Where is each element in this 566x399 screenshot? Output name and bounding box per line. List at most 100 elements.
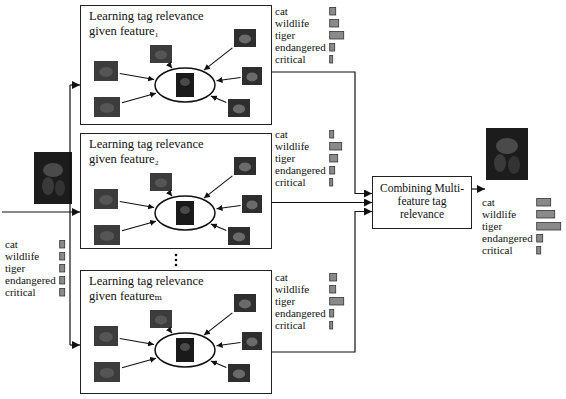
input-trunk xyxy=(69,85,70,345)
box-title: Learning tag relevance given feature₁ xyxy=(81,6,237,42)
thumbnail xyxy=(228,364,250,382)
relevance-bar xyxy=(60,265,65,273)
tag-label: cat xyxy=(482,196,495,208)
ellipsis-dot xyxy=(175,254,178,257)
photo-detail xyxy=(508,156,520,174)
neighbor-arrow xyxy=(211,96,226,103)
query-image-detail xyxy=(180,78,190,86)
tag-label: endangered xyxy=(5,274,56,286)
relevance-bar xyxy=(537,199,551,207)
tag-label: critical xyxy=(275,53,306,65)
process-box: Learning tag relevance given feature₂ xyxy=(80,133,272,249)
tag-label: wildlife xyxy=(5,250,39,262)
relevance-bar xyxy=(537,247,541,255)
relevance-bar xyxy=(60,277,65,285)
query-image xyxy=(176,201,194,225)
query-image-detail xyxy=(180,206,190,214)
thumbnail xyxy=(94,97,120,117)
relevance-bar xyxy=(330,310,334,318)
tag-label: critical xyxy=(482,244,513,256)
thumbnail-detail xyxy=(246,337,257,346)
relevance-bar xyxy=(60,241,65,249)
thumbnail xyxy=(94,189,118,209)
neighbor-arrow xyxy=(217,206,241,209)
tag-label: cat xyxy=(275,128,288,140)
query-image xyxy=(176,338,194,362)
relevance-bar xyxy=(537,223,561,231)
connector-arrow xyxy=(272,202,372,203)
box-title: Learning tag relevance given feature₂ xyxy=(81,134,237,170)
relevance-bar xyxy=(330,298,344,306)
query-ellipse xyxy=(155,333,215,367)
neighbor-arrow xyxy=(169,64,172,68)
thumbnail-detail xyxy=(99,67,112,77)
thumbnail xyxy=(228,227,250,245)
thumbnail-detail xyxy=(155,178,167,187)
bar-group xyxy=(60,8,561,330)
relevance-bar xyxy=(537,211,555,219)
thumbnail-cluster xyxy=(94,157,262,245)
thumbnail xyxy=(150,45,172,63)
tag-label: critical xyxy=(275,319,306,331)
neighbor-arrow xyxy=(120,201,154,207)
tag-label: cat xyxy=(275,271,288,283)
thumbnail xyxy=(234,157,256,175)
relevance-bar xyxy=(330,8,336,16)
thumbnail-detail xyxy=(239,299,251,308)
query-ellipse xyxy=(155,68,215,102)
neighbor-arrow xyxy=(169,329,172,333)
ellipsis-dot xyxy=(175,259,178,262)
output-arrow xyxy=(471,188,485,189)
thumbnail xyxy=(150,310,172,328)
connector-arrow xyxy=(272,212,372,353)
tag-label: cat xyxy=(5,238,18,250)
thumbnail-detail xyxy=(239,34,251,43)
query-ellipse xyxy=(155,196,215,230)
relevance-bar xyxy=(330,20,339,28)
thumbnail xyxy=(94,326,118,346)
tag-label: tiger xyxy=(275,152,295,164)
box-title: Combining Multi-feature tag relevance xyxy=(373,177,471,226)
tag-label: critical xyxy=(5,286,36,298)
neighbor-arrow xyxy=(204,176,232,198)
photo-detail xyxy=(494,154,506,172)
connector-arrow xyxy=(272,72,372,194)
thumbnail xyxy=(234,29,256,47)
neighbor-arrow xyxy=(217,78,241,81)
relevance-bar xyxy=(330,32,344,40)
process-box: Learning tag relevance given feature₁ xyxy=(80,5,272,125)
query-image-detail xyxy=(180,343,190,351)
relevance-bar xyxy=(330,179,333,187)
thumbnail xyxy=(94,362,120,382)
neighbor-arrow xyxy=(169,192,172,196)
ellipsis-dot xyxy=(175,264,178,267)
thumbnail-detail xyxy=(233,104,245,113)
tag-label: tiger xyxy=(275,295,295,307)
input-arrow xyxy=(2,211,80,212)
tag-label: tiger xyxy=(275,29,295,41)
thumbnail-detail xyxy=(233,369,245,378)
tag-label: endangered xyxy=(275,164,326,176)
thumbnail-detail xyxy=(99,332,112,342)
neighbor-arrow xyxy=(120,338,154,344)
neighbor-arrow xyxy=(204,48,232,70)
photo-detail xyxy=(496,138,518,154)
tag-label: wildlife xyxy=(275,17,309,29)
output-image xyxy=(486,128,528,180)
thumbnail-detail xyxy=(155,315,167,324)
tag-label: endangered xyxy=(275,41,326,53)
process-box: Learning tag relevance given featureₘ xyxy=(80,270,272,394)
relevance-bar xyxy=(330,322,333,330)
tag-label: wildlife xyxy=(275,140,309,152)
thumbnail xyxy=(94,225,120,245)
tag-label: tiger xyxy=(482,220,502,232)
photo xyxy=(486,128,528,180)
neighbor-arrow xyxy=(204,313,232,335)
thumbnail-cluster xyxy=(94,29,262,117)
thumbnail-cluster xyxy=(94,294,262,382)
neighbor-arrow xyxy=(217,343,241,346)
photo-detail xyxy=(43,163,63,177)
relevance-bar xyxy=(60,289,65,297)
tag-label: endangered xyxy=(275,307,326,319)
box-title: Learning tag relevance given featureₘ xyxy=(81,271,237,307)
